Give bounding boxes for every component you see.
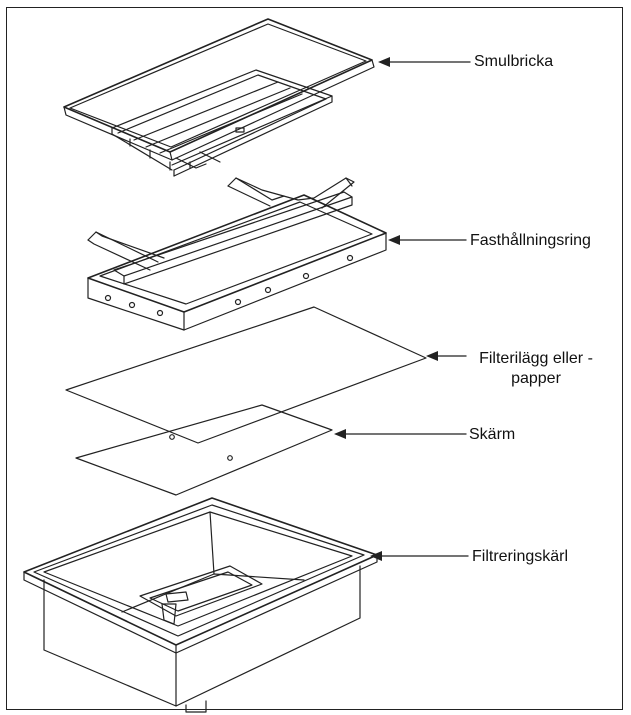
label-filter-pad-line1: Filterilägg eller - [479,350,593,367]
label-filter-pad-line2: papper [511,370,561,387]
leader-arrows [334,57,471,561]
label-crumb-tray: Smulbricka [474,53,554,70]
crumb-tray-drawing [63,18,375,177]
diagram-frame [6,7,623,710]
arrow-head-filtreringskarl-icon [370,551,382,561]
arrow-head-smulbricka-icon [378,57,390,67]
label-filter-pan: Filtreringskärl [472,548,569,565]
arrow-head-filterilagg-icon [426,351,438,361]
filter-pan-drawing [23,497,378,713]
hold-down-ring-drawing [87,177,387,331]
label-screen: Skärm [469,426,516,443]
arrow-head-skarm-icon [334,429,346,439]
arrow-head-fasthallningsring-icon [388,235,400,245]
label-hold-down-ring: Fasthållningsring [470,232,591,249]
label-filter-pad: Filterilägg eller - papper [470,349,602,389]
screen-drawing [75,404,333,496]
filter-pad-drawing [65,306,427,444]
